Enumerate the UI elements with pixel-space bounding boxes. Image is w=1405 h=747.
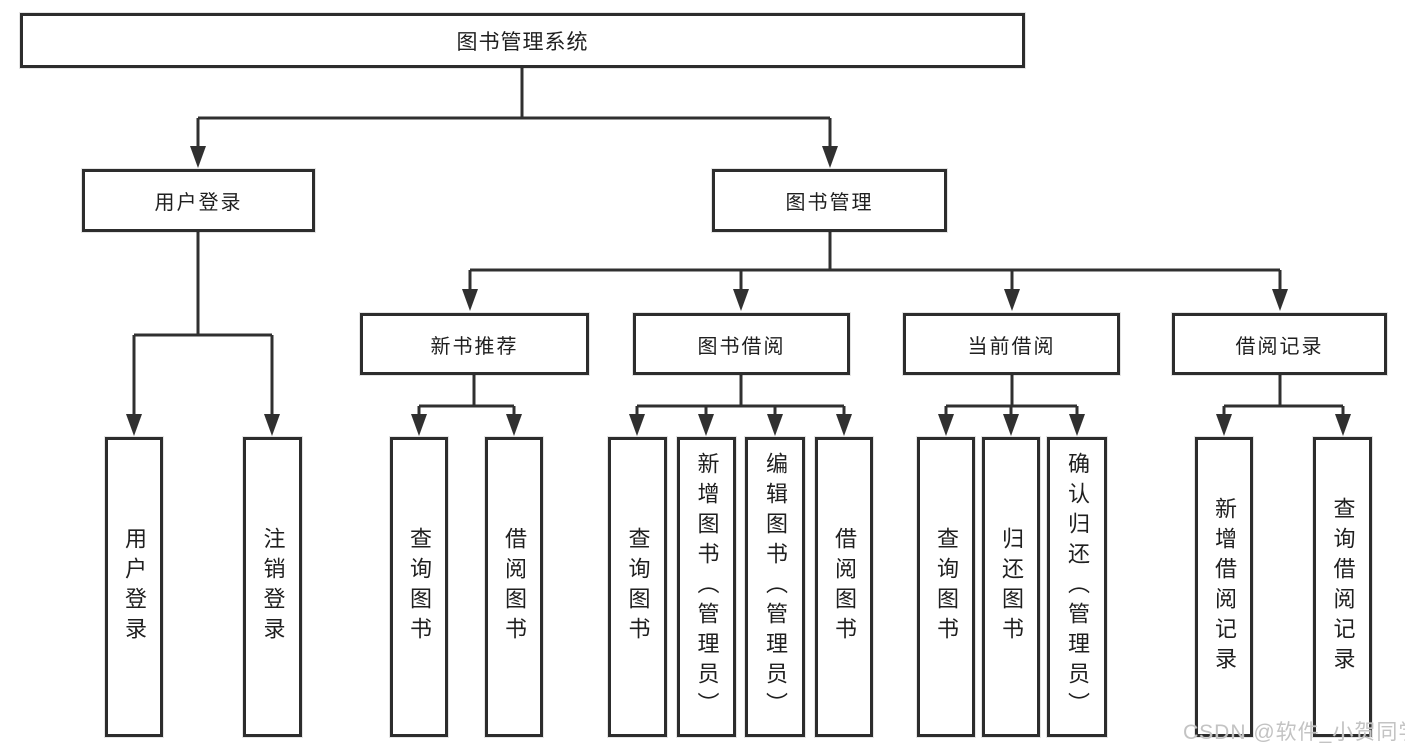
node-label: 查询借阅记录 [1330,497,1356,677]
node-book-management-module: 图书管理 [712,169,947,232]
node-label: 查询图书 [625,527,651,647]
node-new-book-recommendation: 新书推荐 [360,313,589,375]
node-label: 编辑图书（管理员） [763,452,788,722]
leaf-borrow-books: 借阅图书 [815,437,873,737]
leaf-borrow-books-recommend: 借阅图书 [485,437,543,737]
node-label: 用户登录 [122,527,147,647]
node-label: 借阅图书 [502,527,527,647]
leaf-query-borrow-record: 查询借阅记录 [1313,437,1372,737]
node-label: 注销登录 [260,527,286,647]
node-label: 确认归还（管理员） [1065,452,1090,722]
node-label: 借阅图书 [832,527,857,647]
node-label: 用户登录 [154,192,243,214]
leaf-query-books-recommend: 查询图书 [390,437,448,737]
node-label: 借阅记录 [1235,335,1324,358]
leaf-add-book-admin: 新增图书（管理员） [677,437,736,737]
node-borrowing-records: 借阅记录 [1172,313,1387,375]
node-label: 新增借阅记录 [1212,497,1237,677]
node-label: 查询图书 [407,527,432,647]
node-book-borrowing: 图书借阅 [633,313,850,375]
node-label: 图书管理系统 [456,30,589,54]
csdn-watermark: CSDN @软件_小贺同学 [1183,721,1405,744]
node-library-system: 图书管理系统 [20,13,1025,68]
tree-edges [132,68,1345,418]
leaf-add-borrow-record: 新增借阅记录 [1195,437,1253,737]
arrowheads [126,146,1351,436]
leaf-confirm-return-admin: 确认归还（管理员） [1047,437,1107,737]
leaf-user-login: 用户登录 [105,437,163,737]
node-label: 新增图书（管理员） [694,452,720,722]
leaf-query-books-current: 查询图书 [917,437,975,737]
node-label: 归还图书 [999,527,1024,647]
leaf-edit-book-admin: 编辑图书（管理员） [745,437,805,737]
leaf-logout: 注销登录 [243,437,302,737]
leaf-query-books-borrow: 查询图书 [608,437,667,737]
node-user-login-module: 用户登录 [82,169,315,232]
leaf-return-book: 归还图书 [982,437,1040,737]
node-label: 新书推荐 [430,335,519,358]
node-label: 图书借阅 [697,335,786,358]
node-label: 图书管理 [785,192,874,214]
node-current-borrowing: 当前借阅 [903,313,1120,375]
node-label: 查询图书 [934,527,959,647]
node-label: 当前借阅 [967,335,1056,358]
